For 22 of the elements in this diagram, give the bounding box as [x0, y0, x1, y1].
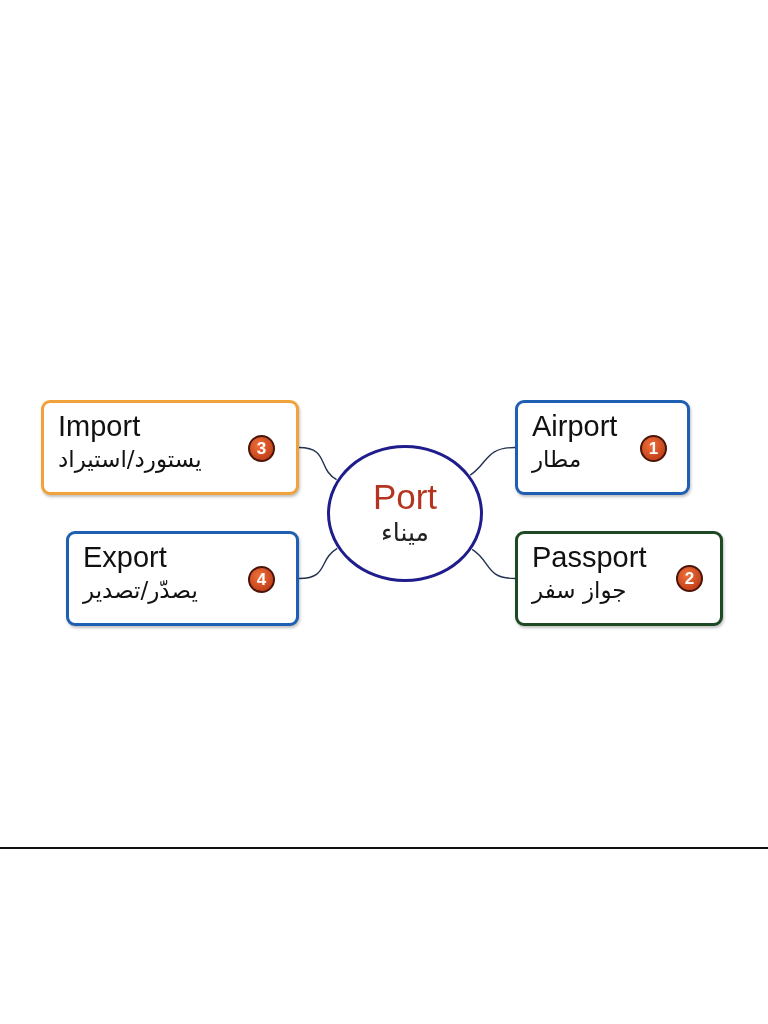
english-term: Passport — [532, 540, 647, 575]
connector-line — [298, 547, 338, 580]
arabic-term: يستورد/استيراد — [58, 444, 202, 475]
hub-title: Port — [372, 478, 438, 517]
english-term: Airport — [532, 409, 618, 444]
concept-box — [41, 400, 299, 495]
connector-line — [298, 446, 338, 481]
english-term: Import — [58, 409, 141, 444]
connector-line — [469, 446, 516, 476]
english-term: Export — [83, 540, 167, 575]
number-badge: 4 — [248, 566, 275, 593]
concept-box — [66, 531, 299, 626]
concept-box — [515, 531, 723, 626]
hub-subtitle: ميناء — [381, 516, 429, 549]
number-badge: 1 — [640, 435, 667, 462]
arabic-term: مطار — [532, 444, 582, 475]
arabic-term: جواز سفر — [532, 575, 627, 606]
concept-box — [515, 400, 690, 495]
arabic-term: يصدّر/تصدير — [83, 575, 198, 606]
connector-line — [471, 548, 516, 580]
number-badge: 3 — [248, 435, 275, 462]
number-badge: 2 — [676, 565, 703, 592]
